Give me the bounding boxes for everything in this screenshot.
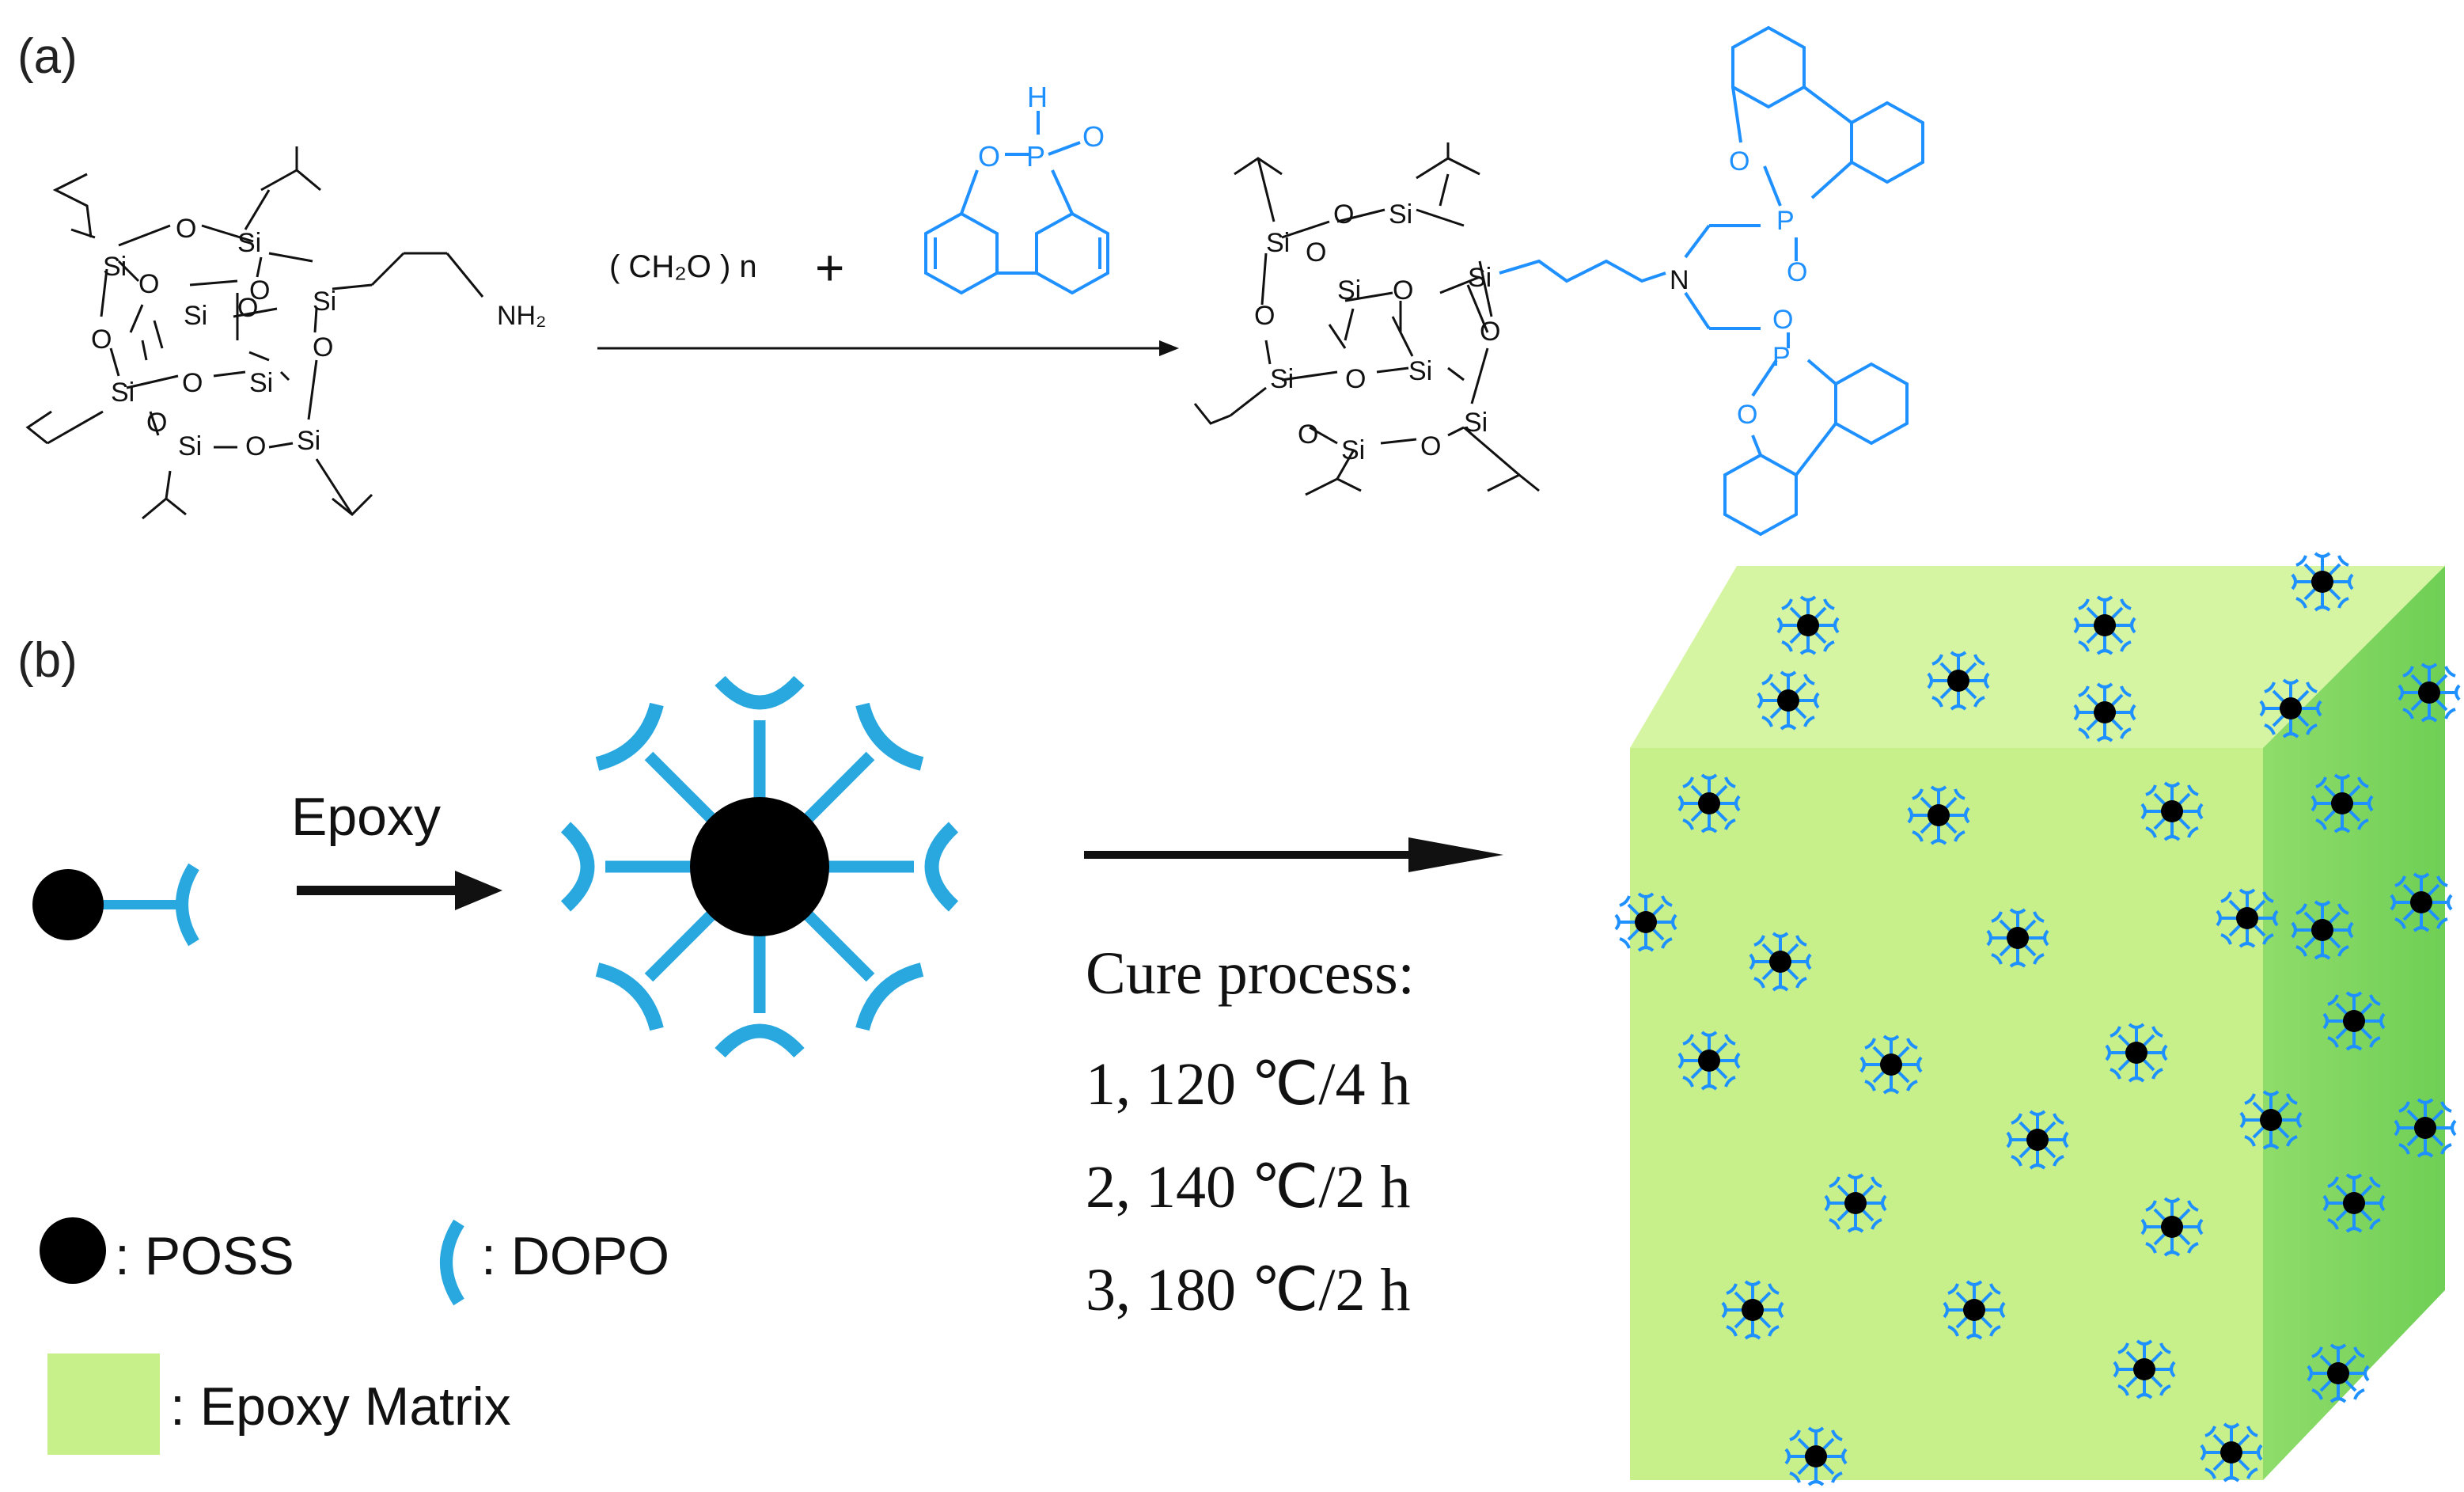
cube-top-face	[1630, 566, 2445, 748]
cure-step-2: 2, 140 ℃/2 h	[1086, 1154, 1410, 1221]
svg-text:Si: Si	[1337, 275, 1361, 306]
epoxy-arrow	[297, 871, 502, 910]
svg-text:O: O	[146, 408, 167, 438]
legend-dopo-label: : DOPO	[481, 1226, 669, 1286]
svg-text:O: O	[1787, 257, 1807, 287]
svg-text:O: O	[1333, 199, 1354, 230]
nitrogen-label: N	[1670, 265, 1689, 295]
svg-text:O: O	[1082, 120, 1105, 153]
svg-text:Si: Si	[297, 426, 320, 456]
svg-text:O: O	[1298, 420, 1318, 450]
svg-text:O: O	[1254, 301, 1275, 331]
svg-text:O: O	[1393, 275, 1413, 306]
panel-a: (a)	[17, 25, 1924, 537]
svg-text:Si: Si	[1408, 356, 1432, 386]
dopo-atom-labels: O P H O	[978, 81, 1105, 173]
svg-text:Si: Si	[237, 228, 261, 258]
cure-process: Cure process: 1, 120 ℃/4 h 2, 140 ℃/2 h …	[1086, 940, 1415, 1323]
svg-text:O: O	[245, 431, 266, 461]
svg-text:Si: Si	[1341, 435, 1365, 465]
product-dopo-labels: O P O P O O	[1729, 146, 1807, 430]
svg-text:Si: Si	[313, 287, 336, 317]
amine-label: NH₂	[497, 301, 546, 331]
cure-step-1: 1, 120 ℃/4 h	[1086, 1051, 1410, 1118]
epoxy-step-label: Epoxy	[291, 787, 441, 847]
svg-text:O: O	[138, 269, 159, 299]
legend: : POSS : DOPO : Epoxy Matrix	[40, 1217, 669, 1455]
svg-text:O: O	[1772, 305, 1793, 335]
poss-icon	[32, 869, 104, 940]
svg-text:P: P	[1772, 342, 1791, 372]
poss-dopo-cluster	[560, 675, 959, 1058]
svg-text:O: O	[176, 214, 196, 244]
svg-text:O: O	[1737, 400, 1757, 430]
svg-text:Si: Si	[103, 252, 127, 282]
legend-matrix-label: : Epoxy Matrix	[170, 1376, 511, 1437]
svg-text:O: O	[1420, 431, 1441, 461]
svg-text:O: O	[182, 368, 203, 398]
svg-text:Si: Si	[249, 368, 273, 398]
reagent-formula: ( CH₂O ) n	[609, 249, 757, 284]
svg-text:Si: Si	[1270, 364, 1294, 394]
cure-step-3: 3, 180 ℃/2 h	[1086, 1257, 1410, 1323]
svg-text:Si: Si	[111, 378, 135, 408]
svg-text:O: O	[313, 332, 333, 363]
svg-text:O: O	[978, 140, 1000, 173]
svg-text:O: O	[1306, 237, 1326, 268]
legend-dopo-icon	[440, 1219, 464, 1306]
poss-dopo-unit	[32, 863, 199, 947]
cure-title: Cure process:	[1086, 940, 1415, 1007]
panel-b: (b) Epoxy	[17, 552, 2461, 1486]
reaction-arrow	[597, 340, 1179, 356]
product-atom-labels: O Si Si O Si Si O O O Si O Si O Si O Si …	[1254, 199, 1689, 465]
legend-poss-label: : POSS	[115, 1226, 294, 1286]
panel-a-label: (a)	[17, 29, 78, 84]
product-dopo-arms	[1499, 25, 1924, 537]
plus-sign: +	[815, 239, 844, 296]
legend-poss-icon	[40, 1217, 106, 1284]
svg-text:Si: Si	[178, 431, 202, 461]
svg-text:Si: Si	[1266, 228, 1290, 258]
reactant-atom-labels: O Si Si O O Si O Si O O Si O Si O Si O S…	[91, 214, 546, 461]
svg-text:P: P	[1776, 206, 1795, 236]
svg-text:O: O	[1729, 146, 1749, 177]
svg-text:O: O	[91, 325, 112, 355]
svg-text:O: O	[237, 293, 258, 323]
svg-text:P: P	[1026, 140, 1045, 173]
panel-b-label: (b)	[17, 633, 78, 688]
svg-text:H: H	[1027, 81, 1048, 113]
svg-text:Si: Si	[184, 301, 207, 331]
dopo-molecule	[924, 111, 1109, 295]
reactant-poss-structure	[25, 146, 484, 520]
product-poss-structure	[1193, 142, 1540, 496]
epoxy-matrix-cube	[1614, 552, 2461, 1486]
cure-arrow	[1084, 837, 1503, 872]
svg-text:Si: Si	[1389, 199, 1412, 230]
legend-matrix-swatch	[47, 1353, 160, 1455]
svg-text:O: O	[249, 275, 270, 306]
svg-text:Si: Si	[1468, 263, 1492, 293]
svg-text:O: O	[1345, 364, 1366, 394]
svg-text:O: O	[1480, 317, 1500, 347]
svg-text:Si: Si	[1464, 408, 1488, 438]
